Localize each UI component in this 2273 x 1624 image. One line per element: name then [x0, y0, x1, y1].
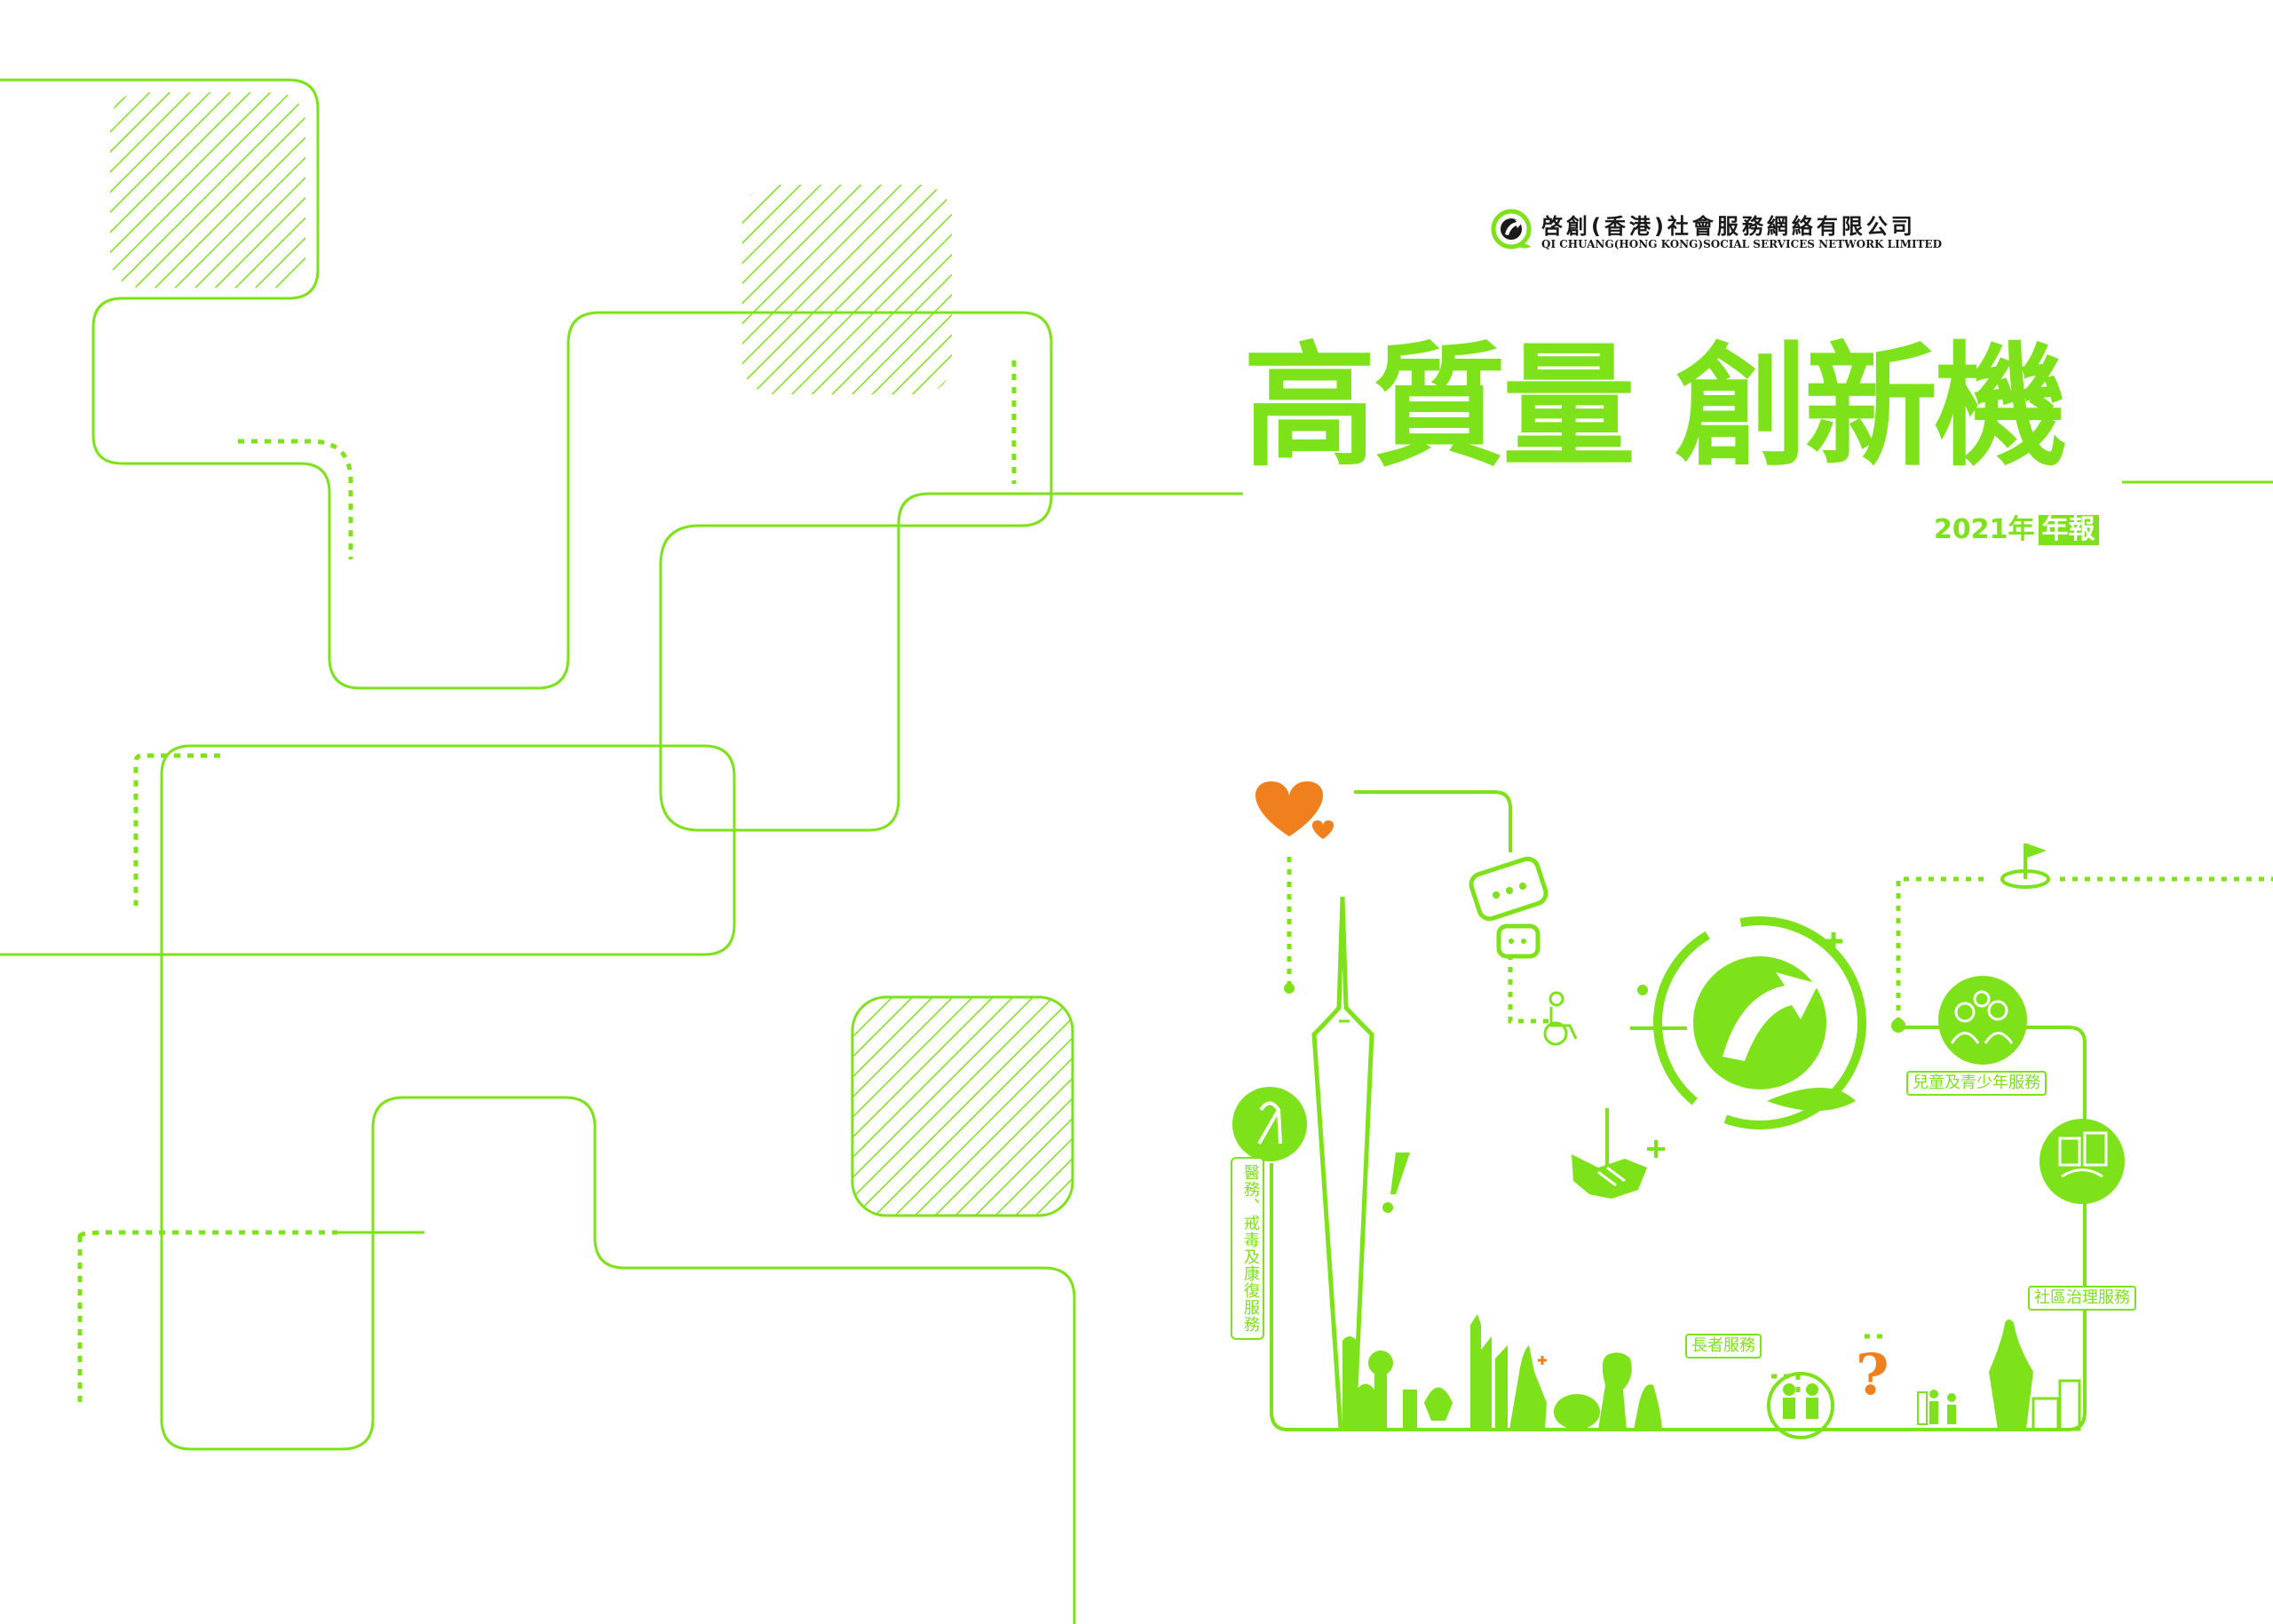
logo-mark-icon — [1491, 209, 1532, 250]
hatched-square-2 — [742, 185, 952, 394]
report-year: 2021年年報 — [1934, 515, 2099, 545]
statue-icon — [1989, 1319, 2033, 1430]
elderly-couple-icon — [1767, 1372, 1834, 1439]
hatched-square-3 — [851, 995, 1074, 1217]
service-label-community: 社區治理服務 — [2028, 1286, 2136, 1311]
page-title: 高質量 創新機 — [1243, 330, 2067, 485]
golf-flag-icon — [2000, 844, 2050, 889]
services-illustration: ? — [1232, 781, 2273, 1439]
ribbon-icon — [1232, 1087, 1307, 1161]
brand-name-zh: 啓創(香港)社會服務網絡有限公司 — [1541, 214, 1916, 239]
question-icon: ? — [1856, 1342, 1889, 1408]
exclamation-icon — [1382, 1153, 1410, 1213]
brand-logo: 啓創(香港)社會服務網絡有限公司 QI CHUANG(HONG KONG)SOC… — [1490, 208, 1942, 256]
service-label-youth: 兒童及青少年服務 — [1906, 1071, 2047, 1096]
brand-name-en: QI CHUANG(HONG KONG)SOCIAL SERVICES NETW… — [1541, 238, 1943, 250]
emblem-icon — [1653, 916, 1866, 1129]
family-icon — [1917, 1390, 1956, 1425]
hatched-square-1 — [110, 92, 305, 288]
line-maze — [0, 78, 2273, 1624]
wheelchair-icon — [1543, 991, 1578, 1046]
plus-icon — [1825, 932, 1842, 950]
children-group-icon — [1938, 976, 2027, 1065]
year-label: 2021年 — [1934, 514, 2035, 545]
community-building-icon — [2039, 1119, 2125, 1204]
city-skyline-icon — [1342, 1314, 1662, 1430]
tower-icon — [1311, 896, 1374, 1430]
handshake-icon — [1572, 1154, 1647, 1199]
chat-bubble-icon — [1469, 856, 1548, 959]
service-label-medical: 醫務、戒毒及康復服務 — [1231, 1157, 1264, 1340]
heart-icon — [1255, 781, 1324, 836]
report-badge: 年報 — [2038, 515, 2099, 545]
service-label-elderly: 長者服務 — [1685, 1334, 1762, 1359]
